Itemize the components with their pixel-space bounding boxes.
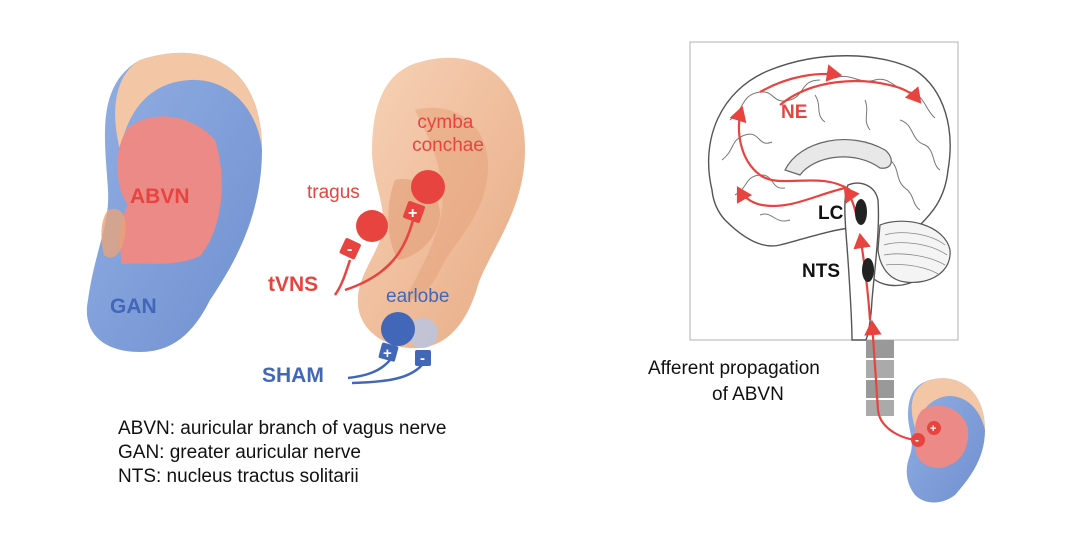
stimulation-ear: cymba conchae tragus earlobe + - tVNS + … [262,57,525,387]
lc-nucleus [855,199,867,225]
small-ear-minus: - [915,433,919,447]
earlobe-electrode-back [408,318,438,348]
ne-path-ventral [736,186,846,208]
stim-ear-inner-fold [405,107,489,300]
abvn-region [117,116,222,264]
legend-item-nts: NTS: nucleus tractus solitarii [118,466,359,487]
gan-label: GAN [110,295,157,318]
earlobe-label: earlobe [386,286,449,307]
afferent-label-line2: of ABVN [712,384,784,405]
cymba-electrode [411,170,445,204]
cymba-plus: + [408,205,417,222]
tvns-wire-tragus [333,259,352,296]
ne-path-upper [759,64,843,93]
ne-path-dorsal [779,79,922,106]
legend-item-abvn: ABVN: auricular branch of vagus nerve [118,418,447,439]
abvn-label: ABVN [130,185,190,208]
small-ear-electrode-plus [927,421,941,435]
small-ear-rim [911,378,985,430]
sham-wire-1 [347,359,391,380]
corpus-callosum [784,139,892,176]
legend: ABVN: auricular branch of vagus nerve GA… [118,417,538,489]
small-ear-plus: + [930,423,936,435]
brain-panel: NE LC NTS [689,41,959,341]
sham-wire-2 [351,364,423,385]
sham-plus: + [383,345,392,362]
left-ear-tragus [101,208,126,258]
earlobe-plug-1 [378,342,399,362]
tragus-label: tragus [307,182,360,203]
nerve-segments [866,340,894,416]
small-ear-electrode-minus [911,433,925,447]
ne-label: NE [781,102,807,123]
legend-item-gan: GAN: greater auricular nerve [118,442,361,463]
afferent-red-line [864,319,919,442]
ne-path-frontal [729,105,851,191]
afferent-pathway: Afferent propagation of ABVN + - [648,319,985,503]
afferent-label-line1: Afferent propagation [648,358,820,379]
cymba-electrode-plug [403,201,425,223]
tragus-electrode [356,210,388,242]
nts-label: NTS [802,261,840,282]
tvns-wire-cymba [344,219,415,292]
small-ear-abvn [914,405,969,468]
tragus-minus: - [347,241,352,258]
cerebellum [877,220,951,284]
sham-minus: - [420,350,425,367]
brain-gyri [721,75,941,222]
left-ear-helix-rim [115,52,263,150]
cymba-conchae-label: cymba conchae [412,112,484,156]
sham-label: SHAM [262,364,324,387]
earlobe-plug-2 [415,350,431,366]
tvns-label: tVNS [268,273,318,296]
tragus-electrode-plug [339,238,361,260]
lc-label: LC [818,203,844,224]
earlobe-electrode-front [381,312,415,346]
stim-ear-outer [357,57,525,349]
left-ear: ABVN GAN [86,52,263,353]
cerebellum-folia [883,232,948,275]
nts-nucleus [862,258,874,282]
